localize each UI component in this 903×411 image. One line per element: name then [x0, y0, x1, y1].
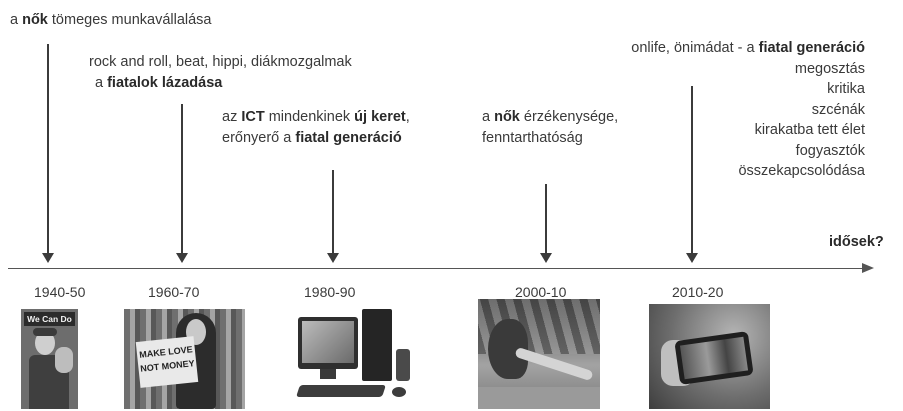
year-2010-20: 2010-20 [672, 284, 724, 300]
event-1960-text: rock and roll, beat, hippi, diákmozgalma… [89, 52, 352, 93]
phone-screen [679, 336, 749, 380]
arrow-1960 [176, 104, 188, 263]
protest-sign-line2: NOT MONEY [139, 358, 196, 374]
timeline-arrowhead [862, 263, 874, 273]
timeline-axis [8, 268, 868, 269]
event-segment-text: fenntarthatóság [482, 129, 583, 146]
event-segment-text: kirakatba tett élet [754, 122, 865, 138]
arrow-1980 [327, 170, 339, 263]
future-label: idősek? [829, 234, 884, 250]
event-segment-text: összekapcsolódása [738, 163, 865, 179]
phone-body [674, 331, 754, 385]
arrow-2000 [540, 184, 552, 263]
poster-speech-banner: We Can Do It! [24, 312, 75, 338]
desktop-computer-image [296, 309, 414, 409]
protest-sign-line1: MAKE LOVE [138, 344, 194, 360]
arrow-1940 [42, 44, 54, 263]
year-2000-10: 2000-10 [515, 284, 567, 300]
computer-mouse [392, 387, 406, 397]
event-segment-text: kritika [827, 81, 865, 97]
event-segment-text: onlife, önimádat - a [631, 40, 759, 56]
event-line: fenntarthatóság [482, 128, 618, 149]
event-1980-text: az ICT mindenkinek új keret,erőnyerő a f… [222, 107, 410, 148]
event-segment-bold: új keret [354, 109, 406, 125]
event-line: fogyasztók [565, 141, 865, 162]
event-line: szcénák [565, 100, 865, 121]
event-line: rock and roll, beat, hippi, diákmozgalma… [89, 52, 352, 73]
event-segment-bold: ICT [241, 109, 265, 125]
event-1940-text: a nők tömeges munkavállalása [10, 10, 212, 31]
event-segment-text: , [405, 109, 410, 125]
event-line: összekapcsolódása [565, 161, 865, 182]
year-1980-90: 1980-90 [304, 284, 356, 300]
woman-touching-water-image [478, 299, 600, 409]
event-segment-text: megosztás [794, 60, 865, 77]
event-line: kirakatba tett élet [565, 120, 865, 141]
event-segment-text: tömeges munkavállalása [47, 12, 212, 28]
event-segment-bold: nők [494, 109, 520, 125]
event-line: megosztás [565, 59, 865, 80]
event-segment-bold: fiatal generáció [758, 40, 865, 56]
event-segment-bold: fiatalok lázadása [107, 74, 223, 91]
event-segment-text: rock and roll, beat, hippi, diákmozgalma… [89, 54, 352, 70]
event-line: a fiatalok lázadása [89, 73, 352, 94]
arrow-2010 [686, 86, 698, 263]
event-segment-text: mindenkinek [264, 109, 355, 125]
year-1960-70: 1960-70 [148, 284, 200, 300]
computer-keyboard [296, 385, 386, 397]
event-line: erőnyerő a fiatal generáció [222, 128, 410, 149]
event-segment-text: szcénák [811, 101, 865, 118]
protest-photo-image: MAKE LOVE NOT MONEY [124, 309, 245, 409]
we-can-do-it-poster-image: We Can Do It! [21, 309, 78, 409]
poster-face [35, 331, 55, 355]
event-segment-text: érzékenysége, [519, 109, 619, 125]
poster-arm [55, 347, 73, 373]
event-segment-bold: fiatal generáció [295, 129, 402, 146]
event-segment-text: a [95, 74, 108, 91]
computer-tower [362, 309, 392, 381]
year-1940-50: 1940-50 [34, 284, 86, 300]
event-segment-text: a [482, 109, 495, 125]
event-segment-bold: nők [22, 12, 48, 28]
event-line: az ICT mindenkinek új keret, [222, 107, 410, 128]
poster-bandana [33, 328, 57, 336]
computer-screen [302, 321, 354, 363]
event-line: a nők érzékenysége, [482, 107, 618, 128]
event-line: kritika [565, 79, 865, 100]
smartphone-photo-image [649, 304, 770, 409]
event-line: onlife, önimádat - a fiatal generáció [565, 38, 865, 59]
event-2000-text: a nők érzékenysége,fenntarthatóság [482, 107, 618, 148]
water-surface [478, 387, 600, 409]
event-segment-text: erőnyerő a [222, 129, 296, 146]
event-segment-text: fogyasztók [795, 142, 865, 159]
computer-stand [320, 369, 336, 379]
event-segment-text: az [222, 109, 242, 125]
event-segment-text: a [10, 12, 23, 28]
computer-speaker [396, 349, 410, 381]
protest-sign: MAKE LOVE NOT MONEY [135, 336, 199, 388]
